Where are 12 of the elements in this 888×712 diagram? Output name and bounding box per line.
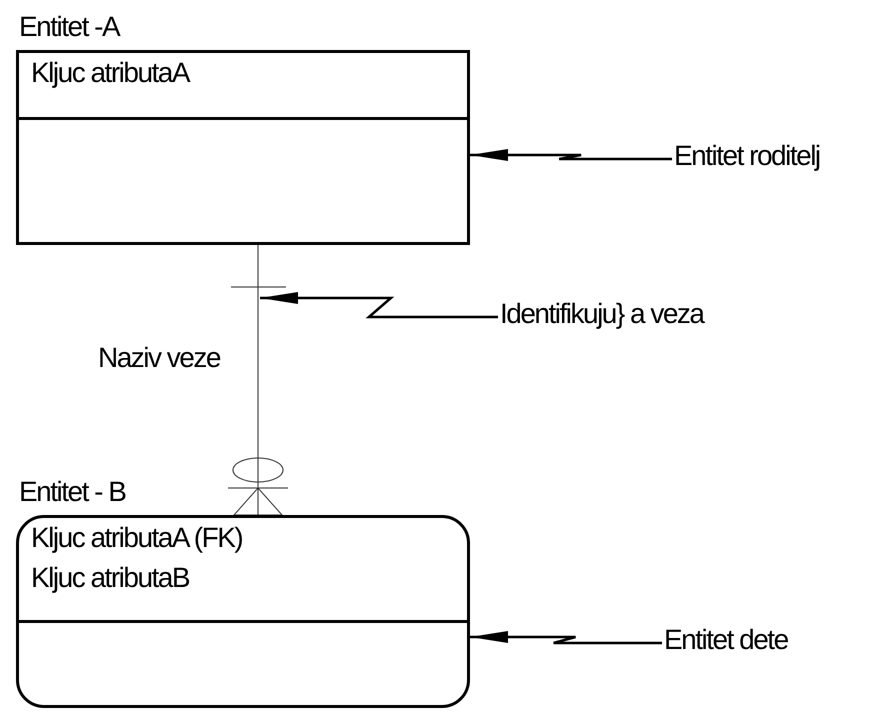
leader-arrow bbox=[260, 292, 498, 318]
entity-name: Entitet -A bbox=[19, 11, 120, 43]
key-attribute: Kljuc atributaA bbox=[30, 56, 191, 90]
leader-arrow bbox=[470, 631, 662, 644]
key-attribute: Kljuc atributaA (FK) bbox=[30, 521, 244, 555]
entity-name: Entitet - B bbox=[19, 476, 126, 508]
key-attribute: Kljuc atributaB bbox=[30, 561, 190, 595]
leader-label: Entitet roditelj bbox=[674, 140, 820, 172]
leader-label: Identifikuju} a veza bbox=[500, 298, 704, 330]
relationship-line bbox=[228, 244, 288, 516]
leader-label: Entitet dete bbox=[664, 624, 788, 656]
leader-arrow bbox=[470, 149, 672, 161]
